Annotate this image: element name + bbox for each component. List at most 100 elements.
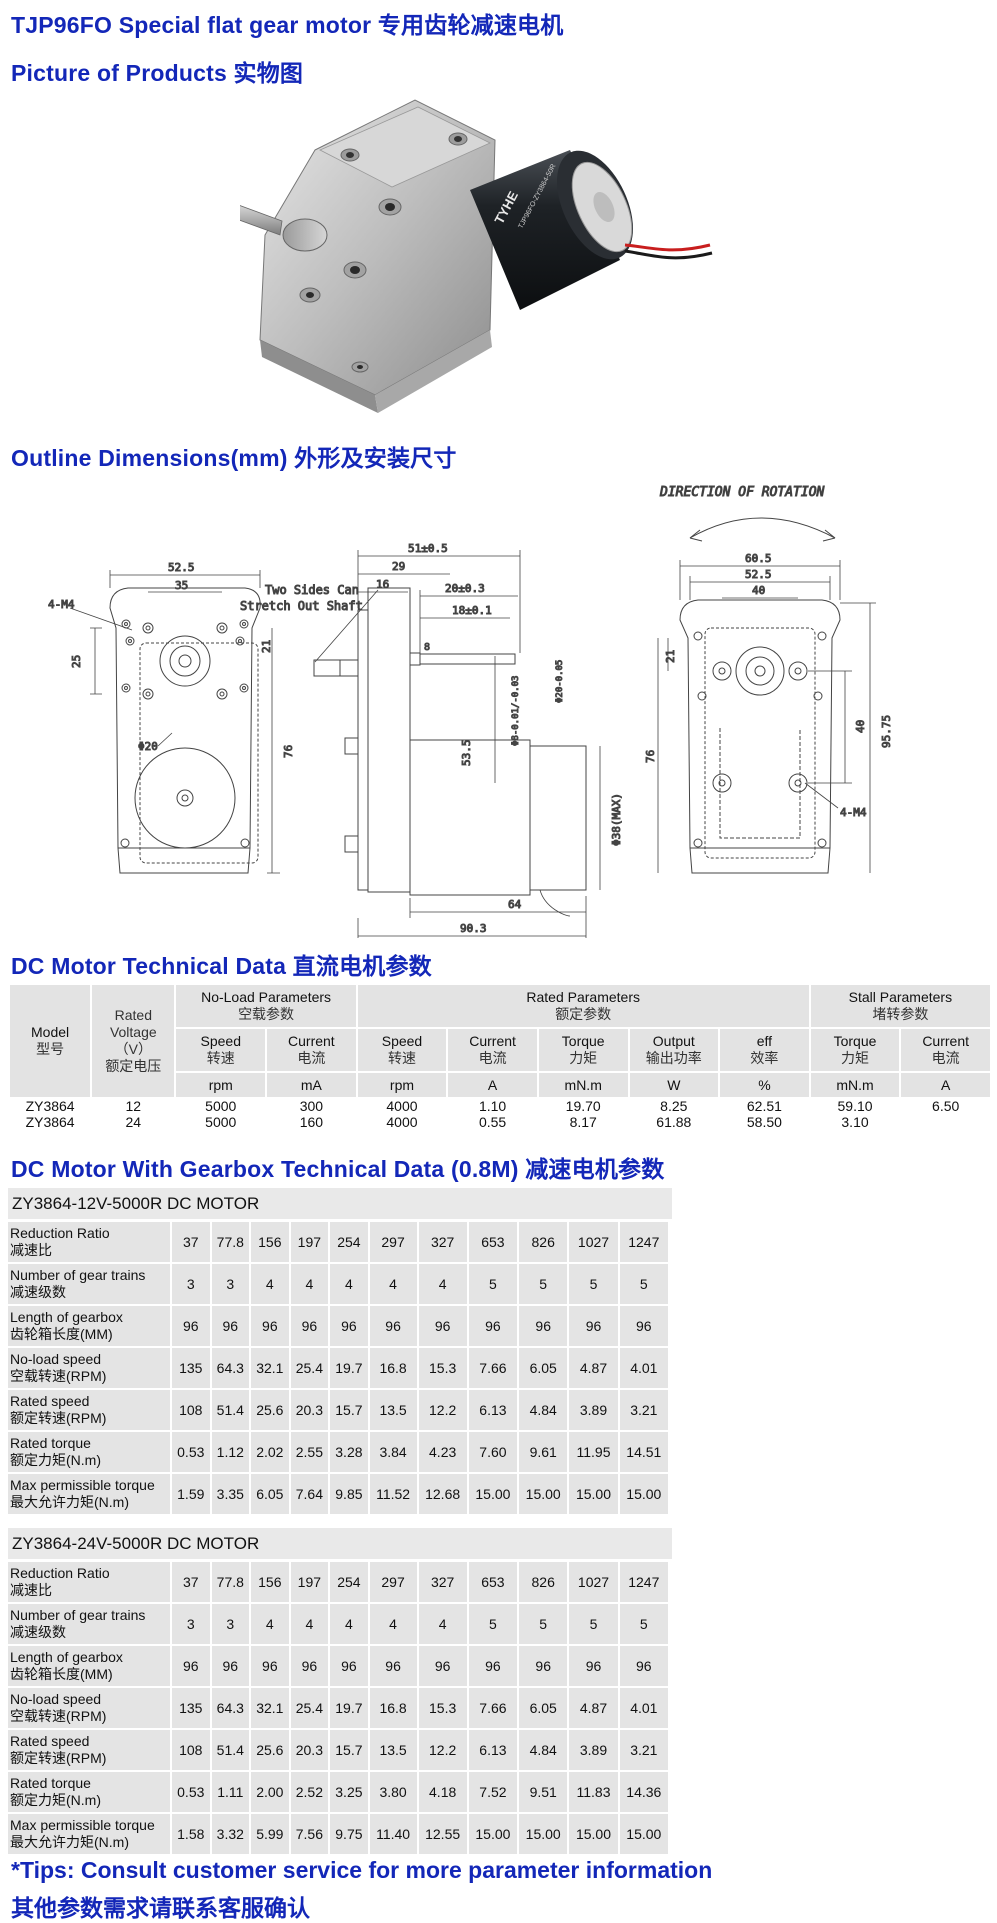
row-label-en: Rated torque xyxy=(10,1435,91,1451)
table-cell: 96 xyxy=(569,1306,618,1346)
table-cell: 37 xyxy=(172,1562,210,1602)
table-cell: 3.35 xyxy=(211,1474,250,1514)
section-heading-dc-motor: DC Motor Technical Data 直流电机参数 xyxy=(11,953,432,979)
table-cell: 77.8 xyxy=(211,1222,250,1262)
table-cell: 51.4 xyxy=(211,1730,250,1770)
gearbox-table-24v: ZY3864-24V-5000R DC MOTOR Reduction Rati… xyxy=(8,1528,672,1856)
table-cell: 9.51 xyxy=(519,1772,568,1812)
row-label-en: No-load speed xyxy=(10,1691,102,1707)
table-cell: 3.10 xyxy=(810,1115,900,1129)
table-cell: 1027 xyxy=(569,1562,618,1602)
side-view xyxy=(313,550,601,938)
table-cell: 15.3 xyxy=(418,1688,467,1728)
row-label-en: Length of gearbox xyxy=(10,1649,123,1665)
unit-cell: rpm xyxy=(176,1073,266,1097)
dim-40-vertical: 40 xyxy=(854,720,867,733)
table-cell: 4 xyxy=(290,1604,329,1644)
table-cell: 254 xyxy=(330,1562,368,1602)
row-label-en: Length of gearbox xyxy=(10,1309,123,1325)
dim-21: 21 xyxy=(260,640,273,653)
table-cell: 108 xyxy=(172,1390,210,1430)
row-label-cn: 额定转速(RPM) xyxy=(10,1410,107,1426)
table-cell: 3 xyxy=(211,1264,250,1304)
table-cell: 4 xyxy=(251,1604,289,1644)
table-cell: 96 xyxy=(251,1646,289,1686)
table-cell: 4.01 xyxy=(619,1348,668,1388)
dim-76-rear: 76 xyxy=(644,750,657,763)
dim-phi-8: Φ8-0.01/-0.03 xyxy=(511,676,521,746)
table-cell: 3.25 xyxy=(330,1772,368,1812)
tips-english: *Tips: Consult customer service for more… xyxy=(11,1857,713,1883)
dim-52-5-rear: 52.5 xyxy=(745,568,772,581)
table-cell: 11.40 xyxy=(369,1814,417,1854)
table-cell: 9.75 xyxy=(330,1814,368,1854)
dim-35: 35 xyxy=(175,579,188,592)
table-cell: 25.6 xyxy=(251,1390,289,1430)
table-cell: 3.21 xyxy=(619,1390,668,1430)
table-cell: 20.3 xyxy=(290,1390,329,1430)
row-label-en: Number of gear trains xyxy=(10,1267,146,1283)
dim-90-3: 90.3 xyxy=(460,922,487,935)
table-cell: 15.00 xyxy=(468,1474,518,1514)
table-cell: 1027 xyxy=(569,1222,618,1262)
table-cell: 156 xyxy=(251,1222,289,1262)
table-cell: 2.00 xyxy=(251,1772,289,1812)
table-cell: 12.2 xyxy=(418,1730,467,1770)
table-cell: 96 xyxy=(418,1646,467,1686)
table-cell: 96 xyxy=(290,1646,329,1686)
table-cell: 4.84 xyxy=(519,1390,568,1430)
table-cell: 11.52 xyxy=(369,1474,417,1514)
table-cell: 15.00 xyxy=(619,1814,668,1854)
table-cell: 96 xyxy=(519,1306,568,1346)
table-cell: 15.00 xyxy=(619,1474,668,1514)
dim-53-5: 53.5 xyxy=(460,740,473,767)
dim-4-m4: 4-M4 xyxy=(48,598,75,611)
table-cell: 37 xyxy=(172,1222,210,1262)
table-cell: 826 xyxy=(519,1222,568,1262)
table-cell: 96 xyxy=(619,1306,668,1346)
unit-cell: % xyxy=(720,1073,809,1097)
table-cell: 4.01 xyxy=(619,1688,668,1728)
table-cell: 1.12 xyxy=(211,1432,250,1472)
table-cell: 0.53 xyxy=(172,1772,210,1812)
table-cell: 5 xyxy=(468,1604,518,1644)
table-cell: 300 xyxy=(267,1099,356,1113)
table-cell: 14.36 xyxy=(619,1772,668,1812)
table-cell: 653 xyxy=(468,1222,518,1262)
table-cell: 5 xyxy=(569,1264,618,1304)
table-cell: 19.70 xyxy=(538,1099,628,1113)
table-cell: 5000 xyxy=(176,1099,266,1113)
dim-phi-38: Φ38(MAX) xyxy=(610,793,623,846)
table-cell: 5 xyxy=(619,1264,668,1304)
table-cell: 826 xyxy=(519,1562,568,1602)
table-cell: 5 xyxy=(619,1604,668,1644)
table-cell: 96 xyxy=(569,1646,618,1686)
table-cell: 9.61 xyxy=(519,1432,568,1472)
table-cell: 3.84 xyxy=(369,1432,417,1472)
table-cell: 2.52 xyxy=(290,1772,329,1812)
table-cell: 96 xyxy=(468,1306,518,1346)
row-label-en: Rated speed xyxy=(10,1733,90,1749)
dim-40: 40 xyxy=(752,584,765,597)
table-cell: 15.00 xyxy=(519,1474,568,1514)
dim-phi-20: Φ20 xyxy=(138,740,158,753)
table-cell: ZY3864 xyxy=(10,1115,91,1129)
note-two-sides: Two Sides Can xyxy=(265,583,359,597)
table-cell: 19.7 xyxy=(330,1348,368,1388)
table-cell: 14.51 xyxy=(619,1432,668,1472)
front-view xyxy=(69,570,280,874)
table-cell: 135 xyxy=(172,1348,210,1388)
